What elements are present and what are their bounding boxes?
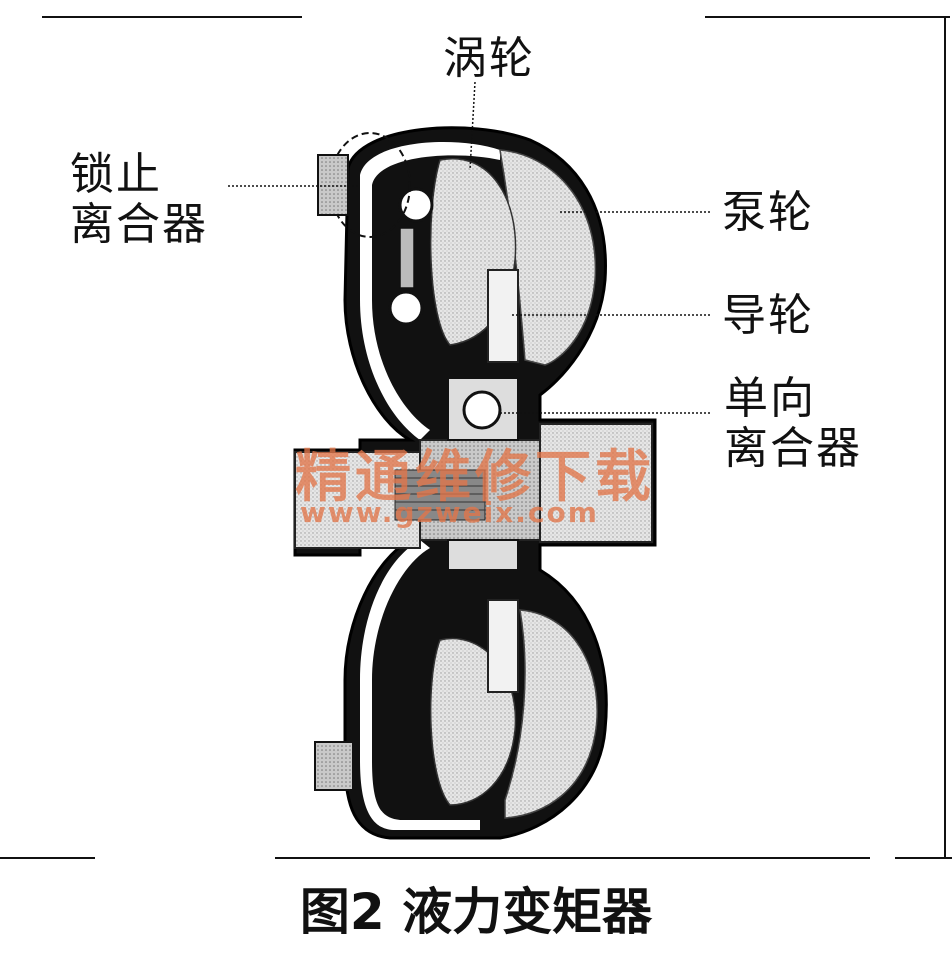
label-lockup-clutch-line1: 锁止 <box>70 149 162 200</box>
watermark-url: www.gzweix.com <box>300 496 599 529</box>
bottom-rule-right <box>895 857 952 859</box>
stator-upper <box>487 269 519 363</box>
leader-lines <box>228 81 712 414</box>
lockup-clutch-spring-2 <box>388 290 424 326</box>
label-lockup-clutch-line2: 离合器 <box>70 199 208 250</box>
casing-channel <box>360 142 500 440</box>
pump-lower <box>504 609 598 819</box>
top-rule-right <box>705 16 950 18</box>
bolt-upper <box>317 154 349 216</box>
one-way-clutch-roller <box>462 390 502 430</box>
label-one-way-clutch-line1: 单向 <box>724 373 816 424</box>
top-rule-left <box>42 16 302 18</box>
right-border <box>944 16 946 859</box>
bottom-rule-mid <box>275 857 870 859</box>
label-pump: 泵轮 <box>722 187 814 238</box>
spline-lines <box>395 477 485 511</box>
leader-turbine <box>469 81 476 171</box>
label-stator: 导轮 <box>722 290 814 341</box>
bolt-lower <box>314 741 354 791</box>
bottom-rule-left <box>0 857 95 859</box>
watermark-text: 精通维修下载 <box>295 445 655 510</box>
label-one-way-clutch-line2: 离合器 <box>724 423 862 474</box>
label-turbine: 涡轮 <box>443 33 535 84</box>
casing-channel-lower <box>360 540 480 830</box>
one-way-clutch-lower <box>447 539 519 571</box>
stator-lower <box>487 599 519 693</box>
figure-caption: 图2 液力变矩器 <box>299 883 653 941</box>
lockup-clutch-piston <box>399 227 415 289</box>
output-sleeve <box>539 423 653 543</box>
lockup-clutch-spring-1 <box>398 187 434 223</box>
